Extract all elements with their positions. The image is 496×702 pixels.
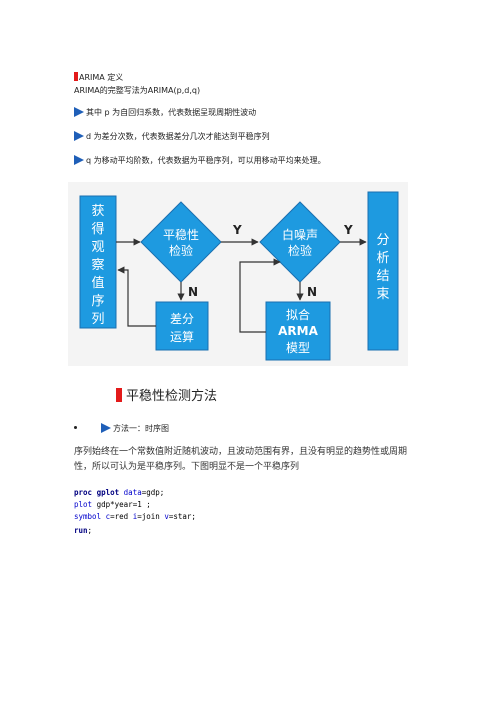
method-one-item: 方法一：时序图 [74,423,169,434]
code-line-2: plot gdp*year=1 ; [74,500,151,509]
bullet-dot-icon [74,426,77,429]
heading-arima-definition: ARIMA 定义 [74,72,123,83]
difference-box [155,301,209,351]
code-line-3: symbol c=red i=join v=star; [74,512,196,521]
start-box-char: 察 [91,258,104,273]
diff-line2: 运算 [170,329,194,344]
fit-line1: 拟合 [286,307,310,322]
blue-triangle-icon [101,423,111,433]
white-noise-test-diamond [259,201,341,283]
yes-label-1: Y [232,223,242,237]
end-box-char: 析 [376,251,389,266]
diamond1-line1: 平稳性 [163,227,199,242]
arrow-fit-loop [239,258,281,333]
diamond2-line2: 检验 [288,243,312,258]
diamond2-line1: 白噪声 [282,227,318,242]
code-line-4: run; [74,526,93,535]
fit-line3: 模型 [286,341,310,355]
no-label-2: N [307,285,317,299]
red-marker-icon [74,72,78,81]
stationarity-test-diamond [140,201,222,283]
end-box-char: 束 [376,287,389,302]
blue-triangle-icon [74,131,84,141]
diamond1-line2: 检验 [169,243,193,258]
end-box-char: 结 [376,269,389,284]
arima-full-form: ARIMA的完整写法为ARIMA(p,d,q) [74,86,201,95]
start-box [79,195,117,329]
blue-triangle-icon [74,107,84,117]
arima-flowchart: 获 得 观 察 值 序 列 平稳性 检验 Y 白噪声 [68,182,408,366]
start-box-char: 列 [91,312,104,327]
code-line-1: proc gplot data=gdp; [74,488,165,497]
bullet-p: 其中 p 为自回归系数，代表数据呈现周期性波动 [74,107,256,118]
start-box-char: 值 [91,275,104,291]
diff-line1: 差分 [170,312,194,326]
end-box [367,191,399,351]
yes-label-2: Y [343,223,353,237]
stationarity-paragraph: 序列始终在一个常数值附近随机波动，且波动范围有界，且没有明显的趋势性或周期性，所… [74,447,408,472]
end-box-char: 分 [376,233,389,248]
bullet-q: q 为移动平均阶数，代表数据为平稳序列，可以用移动平均来处理。 [74,155,326,166]
fit-arma-box [265,301,331,361]
start-box-char: 得 [91,221,104,237]
fit-line2: ARMA [278,324,318,338]
blue-triangle-icon [74,155,84,165]
red-marker-icon [116,388,122,402]
start-box-char: 序 [91,294,104,309]
start-box-char: 获 [91,204,104,219]
arrow-diff-loop [117,266,156,327]
no-label-1: N [188,285,198,299]
start-box-char: 观 [91,240,104,255]
section-title: 平稳性检测方法 [116,388,217,405]
bullet-d: d 为差分次数，代表数据差分几次才能达到平稳序列 [74,131,270,142]
